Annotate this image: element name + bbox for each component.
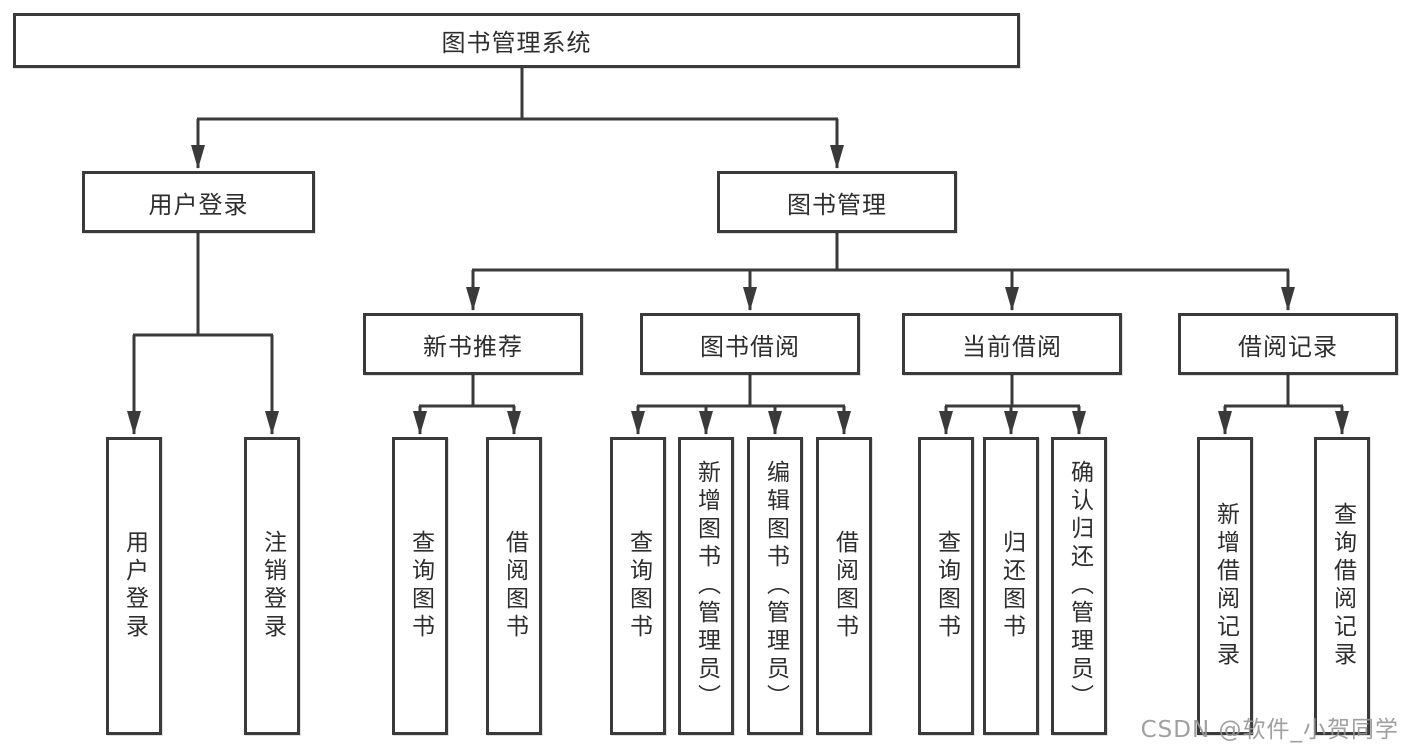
node-label: 确认归还（管理员） — [1066, 460, 1093, 712]
node-borrow-records: 借阅记录 — [1178, 313, 1398, 375]
node-label: 图书借阅 — [700, 332, 800, 361]
node-label: 用户登录 — [121, 530, 148, 642]
node-book-borrow: 图书借阅 — [640, 313, 860, 375]
leaf-confirm-return-admin: 确认归还（管理员） — [1051, 437, 1107, 735]
node-label: 新增借阅记录 — [1212, 502, 1239, 670]
node-label: 注销登录 — [259, 530, 286, 642]
leaf-return-book: 归还图书 — [983, 437, 1039, 735]
node-label: 用户登录 — [148, 190, 249, 219]
node-label: 当前借阅 — [962, 332, 1062, 361]
leaf-query-borrow-record: 查询借阅记录 — [1314, 437, 1370, 735]
leaf-borrow-books: 借阅图书 — [816, 437, 872, 735]
leaf-edit-book-admin: 编辑图书（管理员） — [747, 437, 803, 735]
node-book-management: 图书管理 — [717, 171, 957, 233]
leaf-user-login: 用户登录 — [106, 437, 162, 735]
node-label: 借阅图书 — [831, 530, 858, 642]
node-label: 图书管理系统 — [441, 29, 592, 57]
leaf-add-borrow-record: 新增借阅记录 — [1197, 437, 1253, 735]
node-label: 新增图书（管理员） — [693, 460, 720, 712]
node-user-login: 用户登录 — [82, 171, 315, 233]
leaf-query-books-current: 查询图书 — [918, 437, 974, 735]
leaf-add-book-admin: 新增图书（管理员） — [678, 437, 734, 735]
node-label: 查询图书 — [625, 530, 652, 642]
node-label: 借阅图书 — [501, 530, 528, 642]
leaf-query-books-borrow: 查询图书 — [610, 437, 666, 735]
node-label: 编辑图书（管理员） — [762, 460, 789, 712]
node-current-borrow: 当前借阅 — [902, 313, 1122, 375]
leaf-borrow-books-recommend: 借阅图书 — [486, 437, 542, 735]
node-label: 查询图书 — [407, 530, 434, 642]
node-label: 查询借阅记录 — [1329, 502, 1356, 670]
node-label: 查询图书 — [933, 530, 960, 642]
csdn-watermark: CSDN @软件_小贺同学 — [1140, 717, 1399, 743]
leaf-logout: 注销登录 — [244, 437, 300, 735]
leaf-query-books-recommend: 查询图书 — [392, 437, 448, 735]
node-label: 新书推荐 — [423, 332, 523, 361]
node-new-book-recommend: 新书推荐 — [363, 313, 583, 375]
node-label: 图书管理 — [787, 190, 887, 219]
node-root-system: 图书管理系统 — [13, 13, 1020, 68]
node-label: 借阅记录 — [1238, 332, 1338, 361]
node-label: 归还图书 — [998, 530, 1025, 642]
